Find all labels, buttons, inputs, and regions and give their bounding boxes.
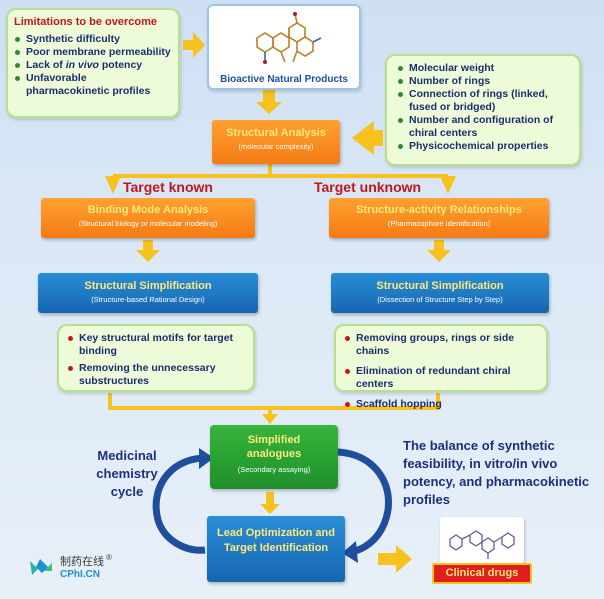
target-unknown-label: Target unknown [314, 179, 422, 195]
properties-list: Molecular weight Number of rings Connect… [397, 62, 573, 153]
left-points-box: Key structural motifs for target binding… [57, 324, 255, 392]
left-point-item: Key structural motifs for target binding [67, 332, 247, 358]
simplification-left-title: Structural Simplification [84, 280, 212, 292]
limitations-title: Limitations to be overcome [14, 16, 158, 28]
cphi-logo-icon [30, 559, 52, 575]
right-points-box: Removing groups, rings or side chains El… [334, 324, 548, 410]
cphi-cn-text: 制药在线® [60, 553, 112, 568]
lead-optimization-title: Lead Optimization and Target Identificat… [217, 527, 335, 554]
sar-sub: (Pharmacophore Identification) [387, 219, 491, 228]
properties-box: Molecular weight Number of rings Connect… [385, 54, 581, 166]
clinical-drugs-label: Clinical drugs [432, 563, 532, 584]
sar-box: Structure-activity Relationships (Pharma… [329, 198, 549, 238]
binding-mode-sub: (Structural biology or molecular modelin… [78, 219, 218, 228]
limitations-list: Synthetic difficulty Poor membrane perme… [14, 33, 172, 98]
simplification-right-sub: (Dissection of Structure Step by Step) [377, 295, 503, 304]
cycle-arrowhead-left [199, 448, 214, 469]
binding-mode-title: Binding Mode Analysis [87, 204, 209, 216]
simplified-analogues-sub: (Secondary assaying) [237, 465, 311, 474]
branch-line [113, 164, 448, 178]
simplification-left-sub: (Structure-based Rational Design) [91, 295, 205, 304]
target-known-label: Target known [123, 179, 213, 195]
clinical-molecule-image [440, 517, 524, 563]
property-item: Molecular weight [397, 62, 573, 75]
limitation-item: Poor membrane permeability [14, 46, 172, 59]
left-point-item: Removing the unnecessary substructures [67, 362, 247, 388]
limitation-item: Unfavorable pharmacokinetic profiles [14, 72, 172, 98]
cycle-arc-left [152, 454, 206, 554]
arrow-limitations-to-products [183, 32, 205, 58]
arrow-properties-to-analysis [352, 121, 383, 155]
structural-analysis-title: Structural Analysis [226, 127, 326, 139]
simplified-analogues-title: Simplified analogues [246, 434, 302, 460]
simplified-analogues-box: Simplified analogues (Secondary assaying… [210, 425, 338, 489]
cycle-arc-right [337, 448, 392, 556]
property-item: Number of rings [397, 75, 573, 88]
medicinal-cycle-label: Medicinal chemistry cycle [96, 448, 158, 499]
simplification-left-box: Structural Simplification (Structure-bas… [38, 273, 258, 313]
drug-molecule-icon [449, 530, 515, 559]
cycle-arrowhead-right [342, 541, 358, 563]
property-item: Number and configuration of chiral cente… [397, 114, 573, 140]
balance-text: The balance of synthetic feasibility, in… [403, 438, 590, 507]
right-points-list: Removing groups, rings or side chains El… [344, 332, 540, 411]
right-point-item: Scaffold hopping [344, 398, 540, 411]
limitation-item: Synthetic difficulty [14, 33, 172, 46]
arrow-products-to-analysis [256, 90, 282, 114]
natural-products-box: Bioactive Natural Products [207, 4, 361, 90]
left-points-list: Key structural motifs for target binding… [67, 332, 247, 388]
limitation-item: Lack of in vivo potency [14, 59, 172, 72]
cphi-watermark: 制药在线® CPhI.CN [28, 553, 138, 585]
limitations-box: Limitations to be overcome Synthetic dif… [6, 8, 180, 118]
lead-optimization-box: Lead Optimization and Target Identificat… [207, 516, 345, 582]
property-item: Connection of rings (linked, fused or br… [397, 88, 573, 114]
arrow-branch-right [440, 176, 456, 194]
sar-title: Structure-activity Relationships [356, 204, 522, 216]
structural-analysis-box: Structural Analysis (molecular complexit… [212, 120, 340, 164]
arrow-lead-to-clinical [378, 545, 412, 573]
arrow-binding-down [136, 240, 160, 262]
molecule-structure-icon [256, 12, 322, 64]
arrow-sar-down [427, 240, 451, 262]
property-item: Physicochemical properties [397, 140, 573, 153]
structural-analysis-sub: (molecular complexity) [238, 142, 314, 151]
simplification-right-title: Structural Simplification [376, 280, 504, 292]
right-point-item: Elimination of redundant chiral centers [344, 365, 540, 391]
right-point-item: Removing groups, rings or side chains [344, 332, 540, 358]
simplification-right-box: Structural Simplification (Dissection of… [331, 273, 549, 313]
arrow-merge-down [262, 414, 278, 424]
natural-products-label: Bioactive Natural Products [220, 74, 348, 85]
cphi-en-text: CPhI.CN [60, 569, 100, 580]
arrow-branch-left [105, 176, 121, 194]
binding-mode-box: Binding Mode Analysis (Structural biolog… [41, 198, 255, 238]
arrow-analogues-to-lead [260, 492, 280, 514]
